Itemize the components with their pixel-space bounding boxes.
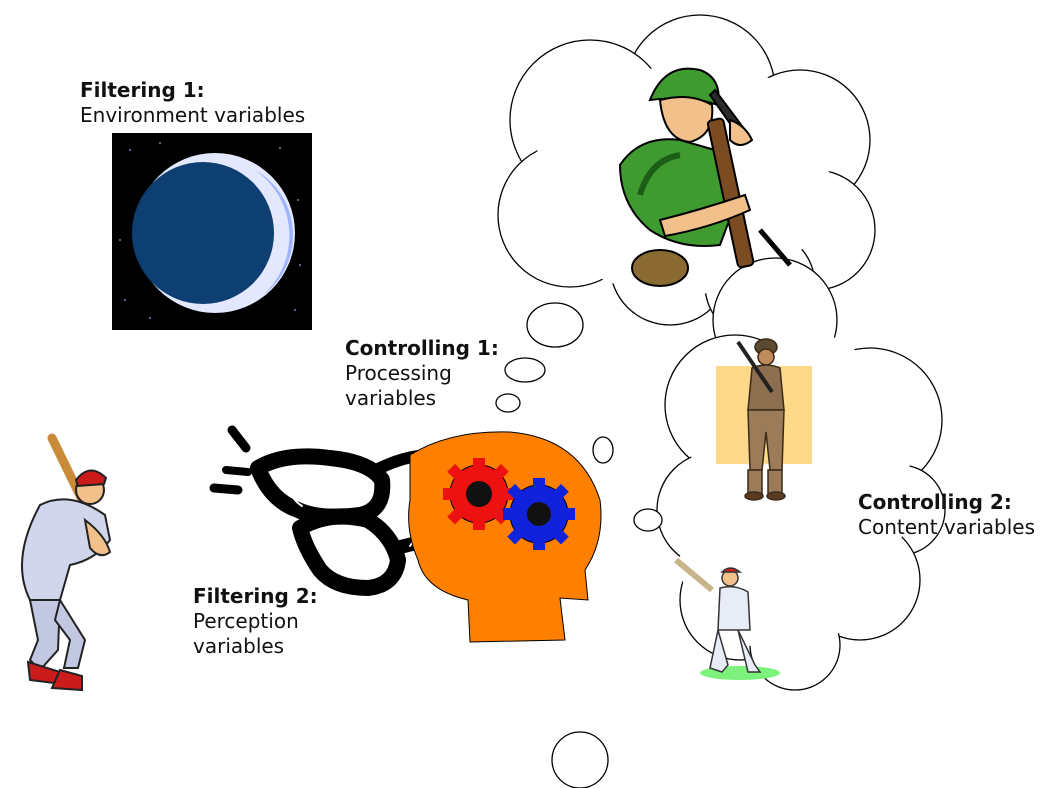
controlling-2-label: Controlling 2: Content variables — [858, 490, 1035, 540]
right-thought-cloud — [656, 257, 946, 691]
filtering-1-label: Filtering 1: Environment variables — [80, 78, 305, 128]
thought-bubbles — [495, 302, 663, 788]
batter-clipart — [21, 433, 112, 692]
desert-soldier-clipart — [716, 338, 812, 501]
soldier-clipart — [618, 67, 792, 287]
head-gears-clipart — [408, 431, 602, 643]
moon-clipart — [112, 133, 312, 330]
controlling-1-label: Controlling 1: Processing variables — [345, 336, 499, 411]
controlling-1-heading: Controlling 1: — [345, 336, 499, 360]
filtering-2-line1: Perception — [193, 609, 299, 633]
controlling-2-text: Content variables — [858, 515, 1036, 539]
controlling-1-line1: Processing — [345, 361, 452, 385]
blue-gear-icon — [503, 478, 575, 550]
controlling-1-line2: variables — [345, 386, 437, 410]
red-gear-icon — [443, 458, 515, 530]
filtering-2-heading: Filtering 2: — [193, 584, 318, 608]
filtering-2-label: Filtering 2: Perception variables — [193, 584, 318, 659]
filtering-1-heading: Filtering 1: — [80, 78, 205, 102]
filtering-1-text: Environment variables — [80, 103, 306, 127]
filtering-2-line2: variables — [193, 634, 285, 658]
controlling-2-heading: Controlling 2: — [858, 490, 1012, 514]
small-batter-clipart — [674, 557, 780, 680]
